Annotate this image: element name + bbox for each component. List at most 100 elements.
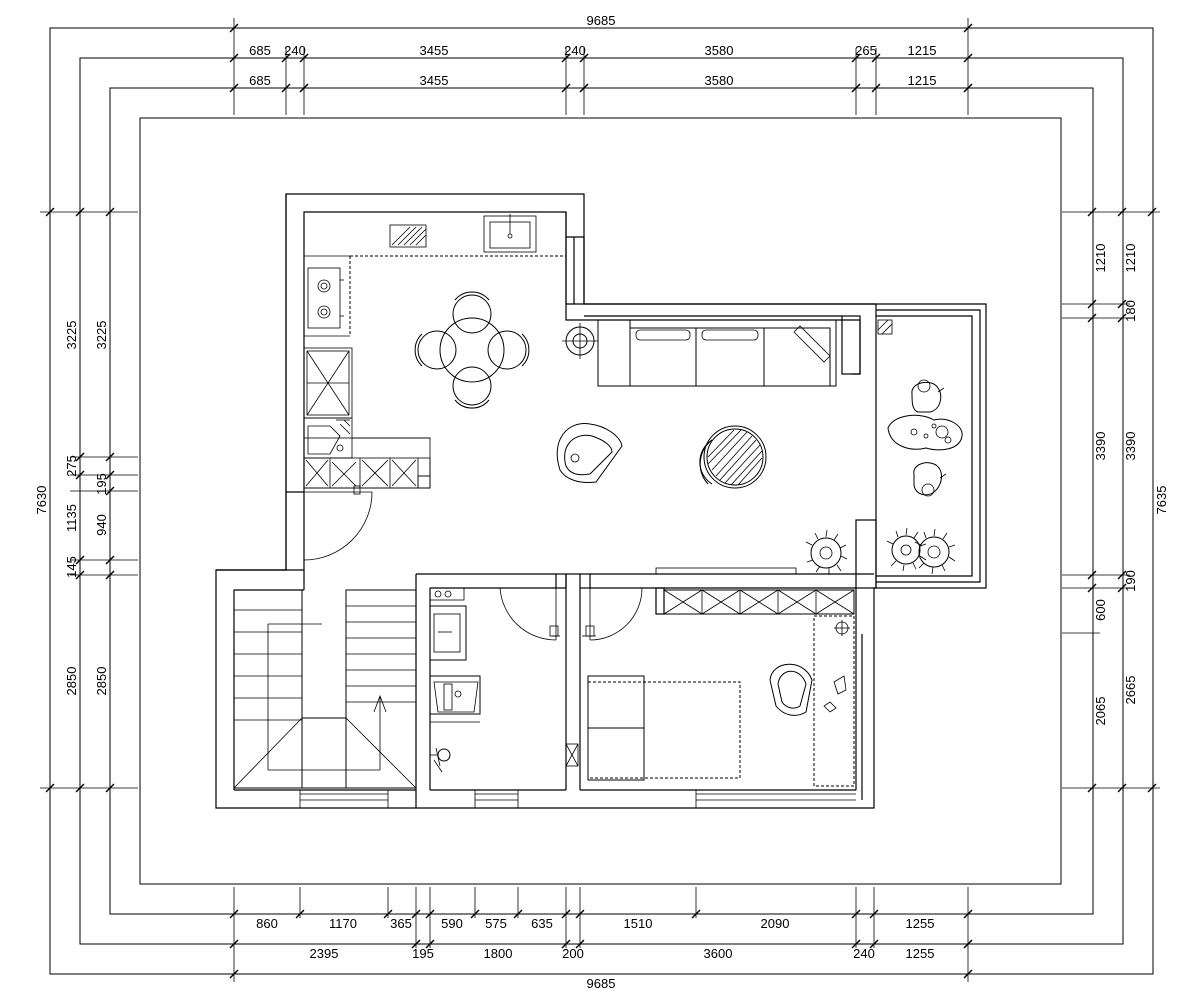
balcony-post bbox=[877, 319, 893, 335]
sofa-icon bbox=[597, 319, 837, 387]
round-table-icon bbox=[699, 425, 767, 489]
plant-icon bbox=[886, 527, 927, 572]
bottom-row2-label: 3600 bbox=[704, 946, 733, 961]
lower-cabinets bbox=[303, 437, 431, 489]
tea-table-icon bbox=[887, 414, 963, 451]
left-outer-label: 1135 bbox=[64, 504, 79, 532]
top-row1-label: 3455 bbox=[420, 43, 449, 58]
bottom-row1-label: 1170 bbox=[329, 916, 357, 931]
toilet-icon bbox=[429, 675, 481, 715]
bottom-row2-label: 1255 bbox=[906, 946, 935, 961]
top-row1-label: 685 bbox=[249, 43, 271, 58]
left-inner-label: 2850 bbox=[94, 667, 109, 696]
desk-chair-icon bbox=[769, 663, 813, 716]
bottom-row2-label: 2395 bbox=[310, 946, 339, 961]
exterior-wall-outline bbox=[215, 193, 987, 809]
left-total-label: 7630 bbox=[34, 486, 49, 515]
left-outer-label: 3225 bbox=[64, 321, 79, 350]
right-outer-label: 3390 bbox=[1123, 432, 1138, 461]
interior-wall-line bbox=[303, 211, 861, 570]
dining-chair bbox=[414, 330, 457, 370]
left-inner-label: 195 bbox=[94, 473, 109, 495]
walls bbox=[215, 193, 987, 809]
window-bottom-bedroom bbox=[695, 790, 856, 808]
left-outer-label: 275 bbox=[64, 455, 79, 477]
frame-3 bbox=[109, 87, 1094, 915]
right-inner-label: 180 bbox=[1123, 300, 1138, 322]
desk-icon bbox=[813, 615, 855, 787]
left-outer-label: 2850 bbox=[64, 667, 79, 696]
left-dimensions: 7630 3225 275 1135 145 2850 3225 195 940… bbox=[34, 207, 138, 793]
top-row2-label: 3580 bbox=[705, 73, 734, 88]
bathroom-door-swing bbox=[499, 587, 560, 641]
left-inner-label: 940 bbox=[94, 514, 109, 536]
range-hood-icon bbox=[389, 224, 427, 248]
bottom-row2-label: 1800 bbox=[484, 946, 513, 961]
bottom-row1-label: 635 bbox=[531, 916, 553, 931]
wall-cabinet bbox=[565, 743, 579, 767]
top-row2-label: 1215 bbox=[908, 73, 937, 88]
bottom-row1-label: 590 bbox=[441, 916, 463, 931]
frame-outer bbox=[49, 27, 1154, 975]
bottom-row1-label: 1510 bbox=[624, 916, 653, 931]
top-row1-label: 240 bbox=[284, 43, 306, 58]
window-bottom-stair bbox=[299, 790, 389, 808]
frame-2 bbox=[79, 57, 1124, 945]
top-row2-label: 685 bbox=[249, 73, 271, 88]
frame-inner bbox=[139, 117, 1062, 885]
washbasin-icon bbox=[429, 605, 467, 661]
refrigerator-icon bbox=[303, 347, 353, 419]
wardrobe-icon bbox=[663, 589, 855, 615]
dining-chair bbox=[452, 366, 492, 409]
bottom-row1-label: 365 bbox=[390, 916, 412, 931]
dining-chair bbox=[452, 291, 492, 334]
bathroom bbox=[429, 587, 560, 773]
left-inner-label: 3225 bbox=[94, 321, 109, 350]
bottom-row1-label: 2090 bbox=[761, 916, 790, 931]
plant-icon bbox=[805, 529, 848, 575]
bed-icon bbox=[587, 675, 741, 781]
bottom-row1-label: 1255 bbox=[906, 916, 935, 931]
right-total-label: 7635 bbox=[1154, 486, 1169, 515]
dimension-frames bbox=[49, 27, 1154, 975]
staircase bbox=[233, 589, 417, 789]
bottom-dimensions: 860 1170 365 590 575 635 1510 2090 1255 … bbox=[229, 887, 973, 991]
right-inner-label: 600 bbox=[1093, 599, 1108, 621]
stove-icon bbox=[307, 267, 344, 329]
top-row1-label: 265 bbox=[855, 43, 877, 58]
top-dimensions: 9685 685 240 3455 240 3580 265 1215 685 … bbox=[229, 13, 973, 115]
bottom-row2-label: 195 bbox=[412, 946, 434, 961]
living-room bbox=[556, 319, 893, 575]
top-row1-label: 1215 bbox=[908, 43, 937, 58]
bedroom bbox=[565, 587, 855, 787]
right-outer-label: 3390 bbox=[1093, 432, 1108, 461]
balcony-chair bbox=[913, 462, 947, 497]
dining-table-set bbox=[414, 291, 530, 409]
right-outer-label: 2665 bbox=[1123, 676, 1138, 705]
balcony-chair bbox=[911, 379, 945, 413]
entry-door-swing bbox=[303, 485, 373, 561]
right-dimensions: 1210 1210 180 3390 3390 190 600 2065 266… bbox=[1062, 207, 1169, 793]
dining-chair bbox=[487, 330, 530, 370]
floor-lamp-icon bbox=[562, 323, 598, 359]
kitchen bbox=[303, 214, 566, 561]
right-inner-label: 1210 bbox=[1093, 244, 1108, 273]
bottom-row1-label: 575 bbox=[485, 916, 507, 931]
bottom-row1-label: 860 bbox=[256, 916, 278, 931]
top-total-label: 9685 bbox=[587, 13, 616, 28]
right-outer-label: 190 bbox=[1123, 570, 1138, 592]
right-outer-label: 1210 bbox=[1123, 244, 1138, 273]
top-row1-label: 3580 bbox=[705, 43, 734, 58]
right-inner-label: 2065 bbox=[1093, 697, 1108, 726]
window-bottom-bath bbox=[474, 790, 519, 808]
bottom-row2-label: 240 bbox=[853, 946, 875, 961]
top-row1-label: 240 bbox=[564, 43, 586, 58]
lounge-chair-icon bbox=[556, 423, 623, 483]
plant-icon bbox=[914, 528, 956, 575]
kitchen-sink-icon bbox=[483, 214, 537, 253]
left-outer-label: 145 bbox=[64, 556, 79, 578]
bottom-row2-label: 200 bbox=[562, 946, 584, 961]
top-row2-label: 3455 bbox=[420, 73, 449, 88]
bedroom-door-swing bbox=[582, 587, 643, 641]
